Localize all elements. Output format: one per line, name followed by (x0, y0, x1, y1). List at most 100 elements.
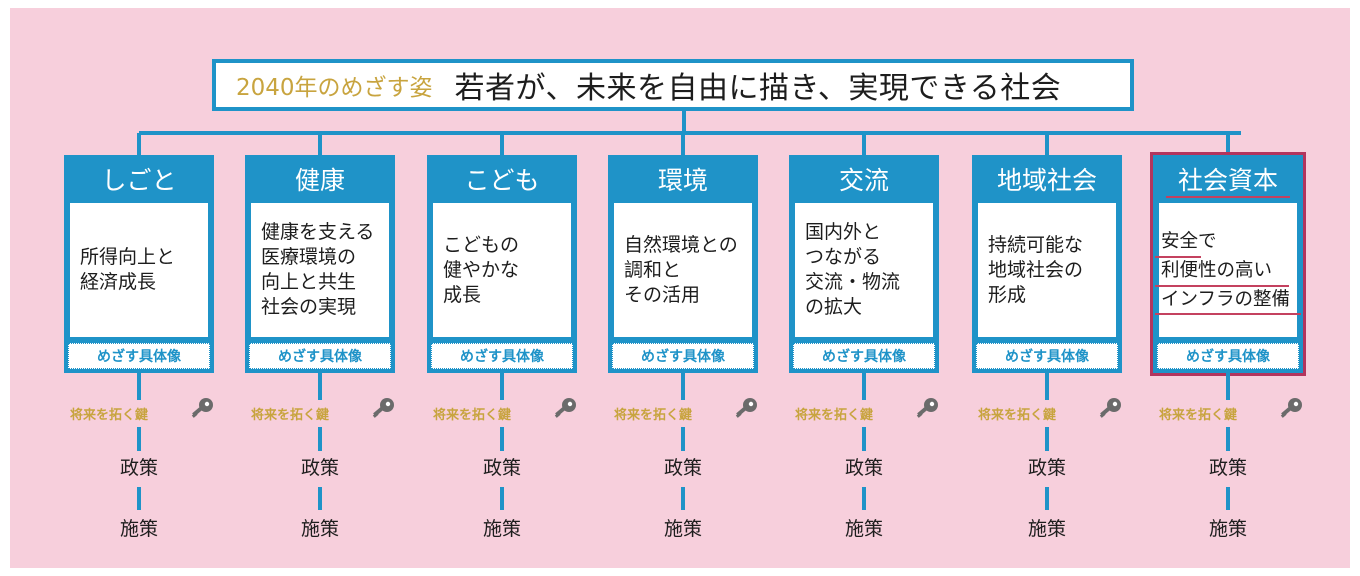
policy-label: 政策 (844, 457, 883, 479)
category-title: 社会資本 (1177, 166, 1278, 195)
category-card: こどもこどもの 健やかな 成長めざす具体像 (427, 155, 577, 373)
branch-bar (139, 131, 1241, 135)
branch-drop-connector (500, 133, 504, 157)
key-connector (862, 373, 866, 400)
measure-connector (1045, 487, 1049, 510)
category-goal-box: 健康を支える 医療環境の 向上と共生 社会の実現 (251, 203, 389, 337)
policy-connector (1226, 427, 1230, 451)
vision-statement: 若者が、未来を自由に描き、実現できる社会 (454, 71, 1062, 106)
branch-drop-connector (137, 133, 141, 157)
specific-image-label: めざす具体像 (1157, 343, 1299, 369)
category-goal-text: 健康を支える 医療環境の 向上と共生 社会の実現 (261, 221, 375, 318)
key-icon (1097, 396, 1123, 422)
highlight-underline (1166, 196, 1290, 198)
highlight-underline (1155, 285, 1289, 287)
future-key-label: 将来を拓く鍵 (978, 408, 1057, 423)
measure-label: 施策 (1208, 518, 1247, 540)
category-title: 交流 (838, 166, 889, 195)
policy-connector (137, 427, 141, 451)
branch-drop-connector (862, 133, 866, 157)
key-icon (914, 396, 940, 422)
measure-label: 施策 (300, 518, 339, 540)
key-icon (189, 396, 215, 422)
policy-label: 政策 (300, 457, 339, 479)
specific-image-label: めざす具体像 (976, 343, 1118, 369)
key-connector (1226, 373, 1230, 400)
future-key-label: 将来を拓く鍵 (795, 408, 874, 423)
policy-label: 政策 (119, 457, 158, 479)
branch-drop-connector (681, 133, 685, 157)
category-goal-box: 安全で 利便性の高い インフラの整備 (1159, 203, 1297, 337)
key-connector (500, 373, 504, 400)
key-connector (681, 373, 685, 400)
future-key-label: 将来を拓く鍵 (251, 408, 330, 423)
policy-connector (1045, 427, 1049, 451)
vision-title-box: 2040年のめざす姿 若者が、未来を自由に描き、実現できる社会 (212, 59, 1134, 111)
category-goal-box: 持続可能な 地域社会の 形成 (978, 203, 1116, 337)
branch-drop-connector (1226, 133, 1230, 157)
future-key-label: 将来を拓く鍵 (433, 408, 512, 423)
key-icon (370, 396, 396, 422)
highlight-underline (1155, 313, 1301, 315)
category-goal-text: 安全で 利便性の高い インフラの整備 (1161, 230, 1290, 310)
future-key-label: 将来を拓く鍵 (1159, 408, 1238, 423)
category-title: 環境 (657, 166, 708, 195)
category-card: 健康健康を支える 医療環境の 向上と共生 社会の実現めざす具体像 (245, 155, 395, 373)
highlight-underline (1155, 256, 1201, 258)
category-title: こども (464, 166, 540, 195)
category-goal-text: こどもの 健やかな 成長 (443, 233, 520, 306)
category-goal-text: 自然環境との 調和と その活用 (624, 233, 738, 306)
measure-label: 施策 (119, 518, 158, 540)
specific-image-label: めざす具体像 (68, 343, 210, 369)
measure-connector (500, 487, 504, 510)
category-card: 交流国内外と つながる 交流・物流 の拡大めざす具体像 (789, 155, 939, 373)
category-goal-text: 所得向上と 経済成長 (80, 246, 176, 293)
future-key-label: 将来を拓く鍵 (614, 408, 693, 423)
policy-connector (500, 427, 504, 451)
key-connector (137, 373, 141, 400)
specific-image-label: めざす具体像 (249, 343, 391, 369)
specific-image-label: めざす具体像 (612, 343, 754, 369)
measure-connector (862, 487, 866, 510)
category-goal-box: こどもの 健やかな 成長 (433, 203, 571, 337)
measure-label: 施策 (663, 518, 702, 540)
specific-image-label: めざす具体像 (793, 343, 935, 369)
category-card: 環境自然環境との 調和と その活用めざす具体像 (608, 155, 758, 373)
key-icon (552, 396, 578, 422)
category-title: 地域社会 (996, 166, 1097, 195)
measure-connector (681, 487, 685, 510)
measure-connector (1226, 487, 1230, 510)
category-title: しごと (101, 166, 177, 195)
policy-connector (862, 427, 866, 451)
key-icon (733, 396, 759, 422)
category-goal-box: 自然環境との 調和と その活用 (614, 203, 752, 337)
measure-label: 施策 (844, 518, 883, 540)
branch-drop-connector (1045, 133, 1049, 157)
policy-label: 政策 (482, 457, 521, 479)
category-goal-text: 持続可能な 地域社会の 形成 (988, 233, 1084, 306)
policy-label: 政策 (1027, 457, 1066, 479)
branch-drop-connector (318, 133, 322, 157)
future-key-label: 将来を拓く鍵 (70, 408, 149, 423)
measure-connector (318, 487, 322, 510)
policy-connector (681, 427, 685, 451)
trunk-connector (682, 111, 686, 133)
vision-year-label: 2040年のめざす姿 (236, 75, 433, 101)
measure-connector (137, 487, 141, 510)
measure-label: 施策 (482, 518, 521, 540)
specific-image-label: めざす具体像 (431, 343, 573, 369)
key-connector (1045, 373, 1049, 400)
measure-label: 施策 (1027, 518, 1066, 540)
category-card: しごと所得向上と 経済成長めざす具体像 (64, 155, 214, 373)
policy-connector (318, 427, 322, 451)
policy-label: 政策 (1208, 457, 1247, 479)
category-goal-box: 国内外と つながる 交流・物流 の拡大 (795, 203, 933, 337)
key-icon (1278, 396, 1304, 422)
category-card: 社会資本安全で 利便性の高い インフラの整備めざす具体像 (1150, 152, 1306, 376)
key-connector (318, 373, 322, 400)
category-title: 健康 (294, 166, 345, 195)
category-goal-box: 所得向上と 経済成長 (70, 203, 208, 337)
policy-label: 政策 (663, 457, 702, 479)
category-card: 地域社会持続可能な 地域社会の 形成めざす具体像 (972, 155, 1122, 373)
category-goal-text: 国内外と つながる 交流・物流 の拡大 (805, 221, 901, 318)
